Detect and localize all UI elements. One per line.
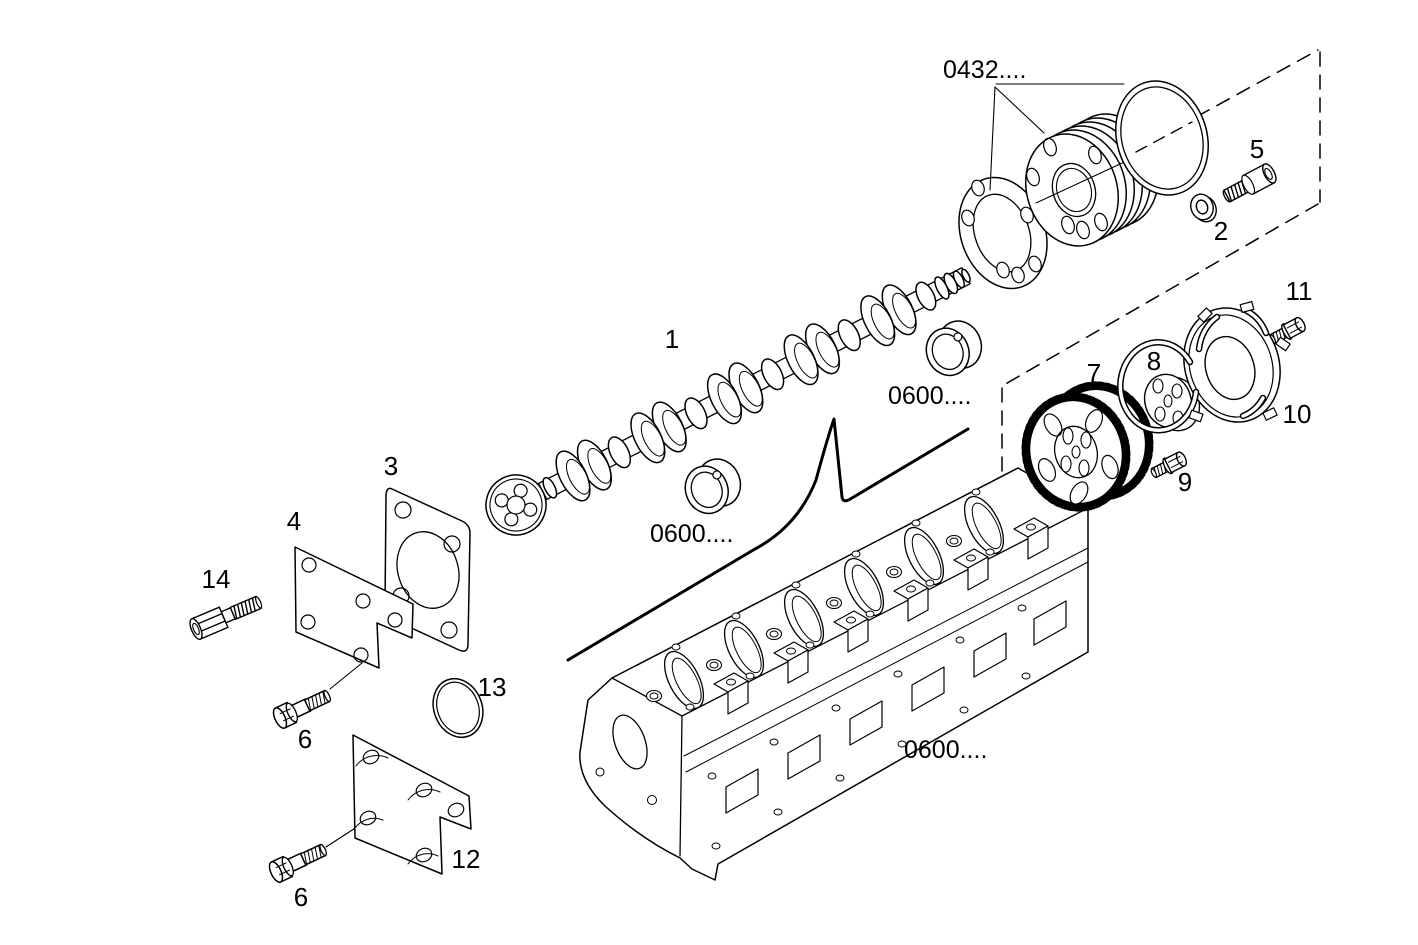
callout-plate-8[interactable]: 8 xyxy=(1147,346,1161,376)
callout-screw-9[interactable]: 9 xyxy=(1178,467,1192,497)
ref-cylinder-head-0600[interactable]: 0600.... xyxy=(904,736,987,764)
callout-o-ring-13[interactable]: 13 xyxy=(478,672,507,702)
callout-screw-6-upper[interactable]: 6 xyxy=(298,724,312,754)
gear-cover-plate xyxy=(1117,300,1291,434)
callout-camshaft-1[interactable]: 1 xyxy=(665,324,679,354)
ref-kit-0432[interactable]: 0432.... xyxy=(943,56,1026,84)
washer xyxy=(1190,193,1217,223)
ref-bearing-lower-0600[interactable]: 0600.... xyxy=(650,520,733,548)
callout-plate-4[interactable]: 4 xyxy=(287,506,301,536)
o-ring xyxy=(432,677,484,739)
plate-screw-lower xyxy=(266,838,331,885)
callout-screw-5[interactable]: 5 xyxy=(1250,134,1264,164)
camshaft-bushing-rear xyxy=(917,313,990,383)
callout-gear-7[interactable]: 7 xyxy=(1087,358,1101,388)
cylinder-head xyxy=(579,467,1089,881)
break-line xyxy=(566,417,970,662)
stud xyxy=(189,595,263,640)
gear-adapter-plate xyxy=(1143,373,1201,432)
kit-leader-lines xyxy=(989,83,1125,191)
leader-screw-upper xyxy=(329,662,363,690)
timing-gear xyxy=(1021,381,1154,512)
callout-cover-10[interactable]: 10 xyxy=(1283,399,1312,429)
callout-screw-11[interactable]: 11 xyxy=(1286,276,1313,306)
callout-bracket-12[interactable]: 12 xyxy=(452,844,481,874)
callout-washer-2[interactable]: 2 xyxy=(1214,216,1228,246)
front-cover-plate xyxy=(294,546,414,669)
camshaft-bushing-front xyxy=(676,451,749,521)
socket-head-screw xyxy=(1222,163,1277,203)
callout-gasket-3[interactable]: 3 xyxy=(384,451,398,481)
end-gasket xyxy=(958,176,1048,290)
bracket xyxy=(352,734,472,875)
pulley-o-ring xyxy=(1114,80,1210,196)
callout-stud-14[interactable]: 14 xyxy=(202,564,231,594)
camshaft xyxy=(485,267,971,536)
callout-screw-6-lower[interactable]: 6 xyxy=(294,882,308,912)
ref-bearing-upper-0600[interactable]: 0600.... xyxy=(888,382,971,410)
